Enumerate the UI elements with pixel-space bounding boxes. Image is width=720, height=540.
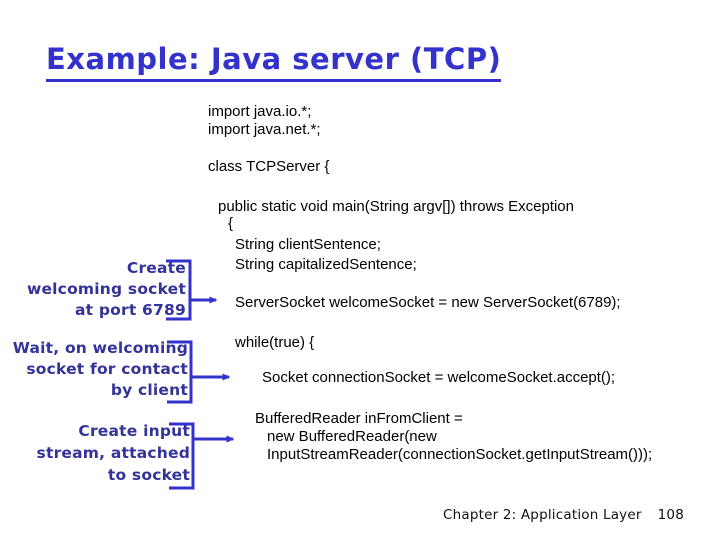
footer-page-number: 108: [657, 507, 684, 523]
annotation-line: Create input: [78, 422, 190, 440]
page-title: Example: Java server (TCP): [46, 42, 502, 82]
slide-footer: Chapter 2: Application Layer 108: [443, 507, 684, 523]
code-line: String capitalizedSentence;: [235, 256, 417, 273]
annotation-line: Wait, on welcoming: [12, 339, 188, 357]
annotation-line: stream, attached: [36, 444, 190, 462]
footer-chapter-label: Chapter 2: Application Layer: [442, 507, 642, 523]
code-line: import java.net.*;: [208, 121, 321, 138]
annotation-wait-for-contact: Wait, on welcoming socket for contact by…: [10, 338, 188, 401]
code-line: {: [228, 215, 234, 232]
code-line: ServerSocket welcomeSocket = new ServerS…: [235, 294, 621, 311]
annotation-create-welcoming-socket: Create welcoming socket at port 6789: [10, 258, 186, 321]
annotation-line: to socket: [107, 466, 190, 484]
code-line: InputStreamReader(connectionSocket.getIn…: [267, 446, 653, 463]
code-line: import java.io.*;: [208, 103, 312, 120]
annotation-line: at port 6789: [75, 301, 186, 319]
code-line: BufferedReader inFromClient =: [255, 410, 463, 427]
code-line: Socket connectionSocket = welcomeSocket.…: [262, 369, 616, 386]
code-line: while(true) {: [235, 334, 315, 351]
annotation-line: by client: [110, 381, 188, 399]
code-line: class TCPServer {: [208, 158, 330, 175]
code-line: public static void main(String argv[]) t…: [218, 198, 574, 215]
annotation-line: socket for contact: [26, 360, 188, 378]
annotation-line: Create: [126, 259, 186, 277]
code-line: new BufferedReader(new: [267, 428, 437, 445]
code-line: String clientSentence;: [235, 236, 381, 253]
annotation-line: welcoming socket: [26, 280, 186, 298]
annotation-create-input-stream: Create input stream, attached to socket: [12, 420, 190, 486]
